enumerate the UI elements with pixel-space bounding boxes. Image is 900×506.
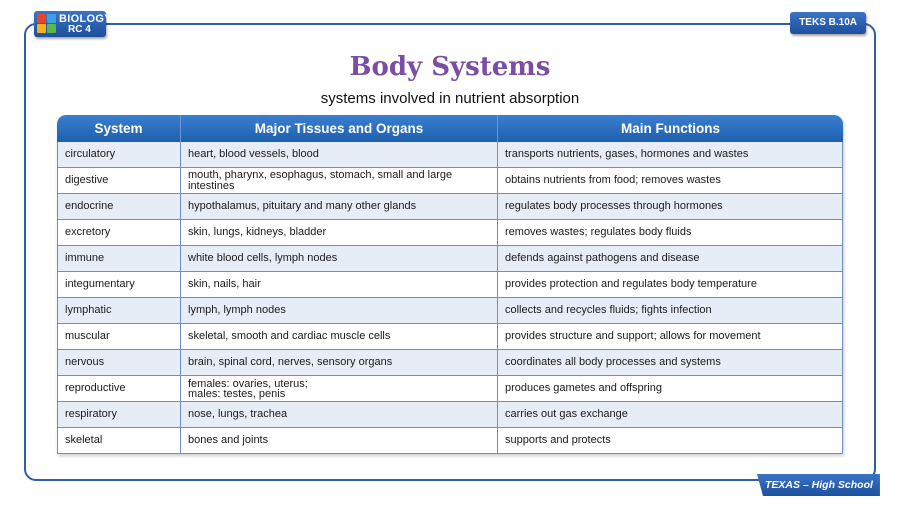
organs-cell: hypothalamus, pituitary and many other g…: [181, 194, 498, 220]
functions-cell: produces gametes and offspring: [498, 376, 843, 402]
functions-cell: carries out gas exchange: [498, 402, 843, 428]
body-systems-table: System Major Tissues and Organs Main Fun…: [57, 115, 843, 454]
organs-cell: nose, lungs, trachea: [181, 402, 498, 428]
system-cell: integumentary: [57, 272, 181, 298]
table-row: nervous brain, spinal cord, nerves, senso…: [57, 350, 843, 376]
system-cell: skeletal: [57, 428, 181, 454]
organs-line: heart, blood vessels, blood: [188, 148, 319, 160]
table-row: muscular skeletal, smooth and cardiac mus…: [57, 324, 843, 350]
functions-cell: supports and protects: [498, 428, 843, 454]
organs-line: skin, nails, hair: [188, 278, 261, 290]
system-cell: lymphatic: [57, 298, 181, 324]
organs-cell: females: ovaries, uterus;males: testes, …: [181, 376, 498, 402]
organs-cell: white blood cells, lymph nodes: [181, 246, 498, 272]
organs-cell: bones and joints: [181, 428, 498, 454]
subject-badge: BIOLOGY RC 4: [34, 11, 112, 37]
table-row: circulatory heart, blood vessels, blood tr…: [57, 142, 843, 168]
system-cell: nervous: [57, 350, 181, 376]
functions-cell: regulates body processes through hormone…: [498, 194, 843, 220]
biology-logo-icon: [37, 14, 57, 34]
organs-line: white blood cells, lymph nodes: [188, 252, 338, 264]
organs-line: skeletal, smooth and cardiac muscle cell…: [188, 330, 391, 342]
system-cell: digestive: [57, 168, 181, 194]
organs-line: hypothalamus, pituitary and many other g…: [188, 200, 417, 212]
functions-cell: defends against pathogens and disease: [498, 246, 843, 272]
organs-line: nose, lungs, trachea: [188, 408, 288, 420]
organs-cell: heart, blood vessels, blood: [181, 142, 498, 168]
header-functions: Main Functions: [498, 115, 843, 142]
system-cell: endocrine: [57, 194, 181, 220]
system-cell: immune: [57, 246, 181, 272]
organs-line: males: testes, penis: [188, 387, 286, 400]
functions-cell: transports nutrients, gases, hormones an…: [498, 142, 843, 168]
organs-cell: skeletal, smooth and cardiac muscle cell…: [181, 324, 498, 350]
organs-cell: skin, lungs, kidneys, bladder: [181, 220, 498, 246]
page-title: Body Systems: [349, 52, 551, 82]
table-row: lymphatic lymph, lymph nodes collects and …: [57, 298, 843, 324]
organs-line: lymph, lymph nodes: [188, 304, 286, 316]
organs-line: brain, spinal cord, nerves, sensory orga…: [188, 356, 393, 368]
organs-line: bones and joints: [188, 434, 269, 446]
table-row: immune white blood cells, lymph nodes defe…: [57, 246, 843, 272]
functions-cell: removes wastes; regulates body fluids: [498, 220, 843, 246]
organs-line: mouth, pharynx, esophagus, stomach, smal…: [188, 168, 453, 192]
table-row: skeletal bones and joints supports and pro…: [57, 428, 843, 454]
organs-cell: brain, spinal cord, nerves, sensory orga…: [181, 350, 498, 376]
organs-line: females: ovaries, uterus;: [188, 377, 308, 390]
subject-title: BIOLOGY: [59, 13, 112, 25]
system-cell: respiratory: [57, 402, 181, 428]
functions-cell: provides protection and regulates body t…: [498, 272, 843, 298]
table-header-row: System Major Tissues and Organs Main Fun…: [57, 115, 843, 142]
system-cell: excretory: [57, 220, 181, 246]
functions-cell: collects and recycles fluids; fights inf…: [498, 298, 843, 324]
header-system: System: [57, 115, 181, 142]
functions-cell: provides structure and support; allows f…: [498, 324, 843, 350]
subject-code: RC 4: [68, 24, 91, 35]
organs-cell: lymph, lymph nodes: [181, 298, 498, 324]
page-subtitle: systems involved in nutrient absorption: [320, 90, 580, 107]
table-row: endocrine hypothalamus, pituitary and man…: [57, 194, 843, 220]
edition-badge: TEXAS – High School: [757, 474, 880, 496]
organs-cell: mouth, pharynx, esophagus, stomach, smal…: [181, 168, 498, 194]
system-cell: circulatory: [57, 142, 181, 168]
standard-badge: TEKS B.10A: [790, 12, 866, 34]
system-cell: muscular: [57, 324, 181, 350]
header-organs: Major Tissues and Organs: [181, 115, 498, 142]
functions-cell: coordinates all body processes and syste…: [498, 350, 843, 376]
organs-cell: skin, nails, hair: [181, 272, 498, 298]
system-cell: reproductive: [57, 376, 181, 402]
table-row: excretory skin, lungs, kidneys, bladder re…: [57, 220, 843, 246]
organs-line: skin, lungs, kidneys, bladder: [188, 226, 327, 238]
table-row: respiratory nose, lungs, trachea carries o…: [57, 402, 843, 428]
table-row: integumentary skin, nails, hair provides p…: [57, 272, 843, 298]
functions-cell: obtains nutrients from food; removes was…: [498, 168, 843, 194]
table-row: digestive mouth, pharynx, esophagus, stom…: [57, 168, 843, 194]
